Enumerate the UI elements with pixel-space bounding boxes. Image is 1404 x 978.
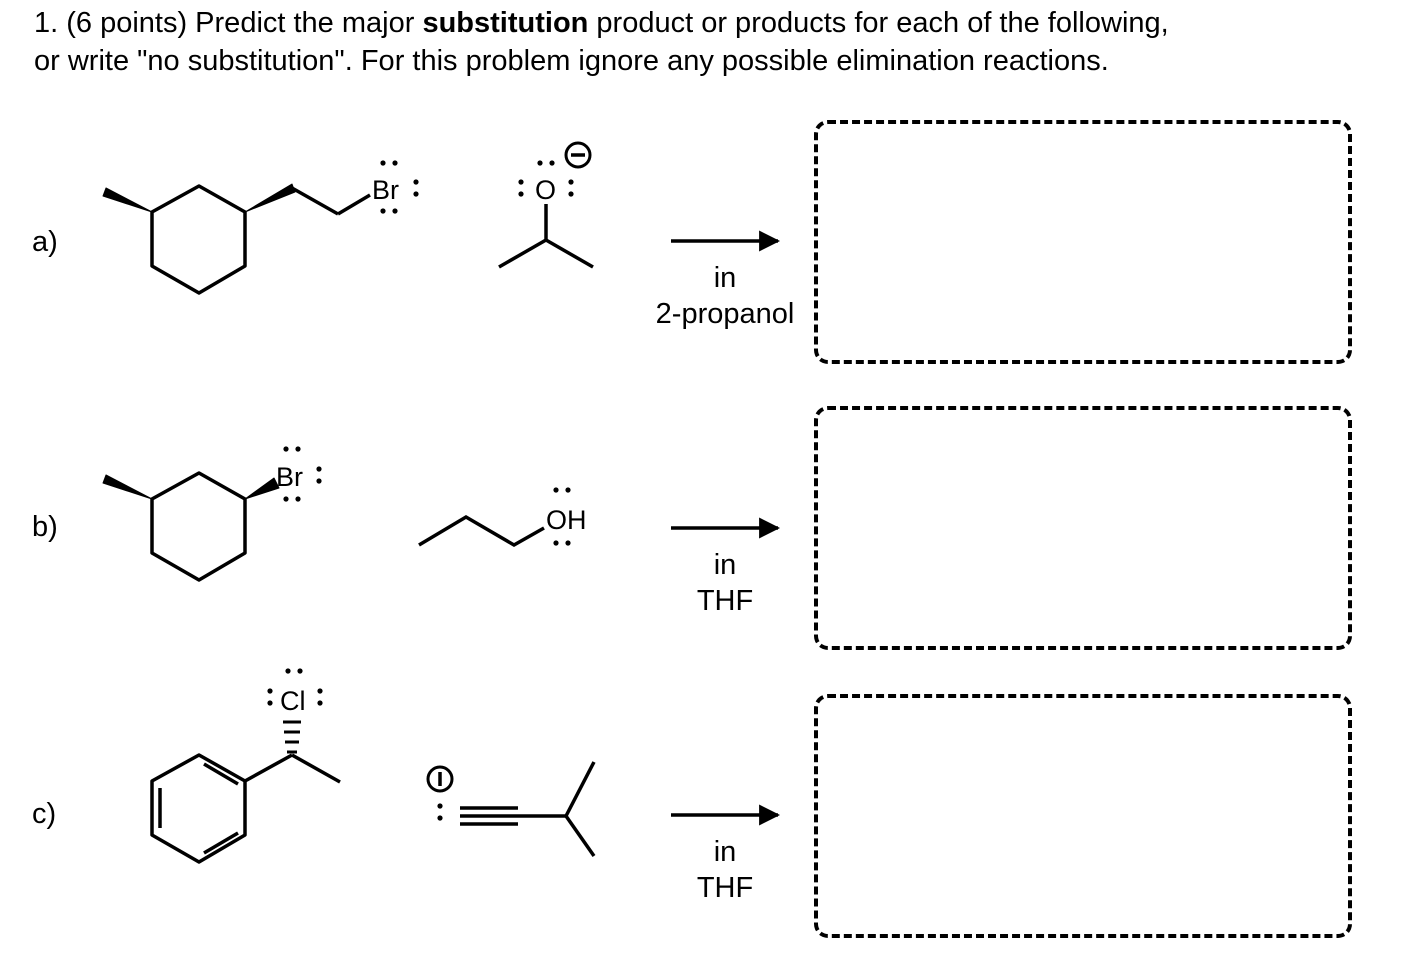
condition-solvent: THF (696, 585, 754, 617)
oxygen-lone-pairs-a (518, 160, 574, 197)
chlorine-atom-c: Cl (280, 686, 306, 716)
question-text: 1. (6 points) Predict the major substitu… (34, 4, 1169, 80)
question-emphasis: substitution (422, 7, 589, 39)
nucleophile-c (460, 761, 596, 858)
bond-c-me1 (498, 238, 547, 269)
bond-ch2-ch2 (291, 186, 339, 216)
problem-b-label: b) (32, 511, 58, 543)
nucleophile-b (418, 514, 545, 548)
condition-in: in (713, 549, 737, 581)
hydroxyl-lone-pairs-b (553, 487, 571, 546)
oxygen-atom-a: O (535, 175, 556, 205)
benzene-double-bond-2 (203, 831, 239, 855)
bromine-lone-pairs-a (380, 160, 419, 214)
answer-box-c[interactable] (814, 694, 1352, 938)
question-line-2: or write "no substitution". For this pro… (34, 45, 1109, 77)
chlorine-hash-bond (283, 720, 301, 754)
problem-a-label: a) (32, 226, 58, 258)
condition-in: in (713, 262, 737, 294)
bromine-atom-b: Br (276, 462, 303, 492)
condition-solvent: 2-propanol (655, 298, 795, 330)
bromine-atom-a: Br (372, 175, 399, 205)
substrate-c (150, 753, 341, 864)
bond-c-me2 (545, 238, 594, 269)
bromine-lone-pairs-b (283, 446, 322, 502)
bond-ch2-br (337, 193, 371, 216)
question-line-1: 1. (6 points) Predict the major substitu… (34, 7, 1169, 39)
condition-solvent: THF (696, 872, 754, 904)
condition-in: in (713, 836, 737, 868)
chlorine-lone-pairs-c (267, 668, 323, 706)
answer-box-b[interactable] (814, 406, 1352, 650)
negative-charge-icon (426, 765, 454, 793)
cyclohexane-ring-b (150, 471, 247, 582)
bond-ring-ch (244, 753, 293, 783)
negative-charge-icon (564, 141, 592, 169)
bond-ch-me-down (564, 814, 596, 858)
nucleophile-a (498, 204, 594, 269)
carbanion-lone-pair (437, 803, 443, 821)
methyl-wedge-a (102, 187, 153, 213)
bromine-wedge-b (244, 477, 280, 500)
substrate-a (102, 183, 371, 295)
problem-c-label: c) (32, 798, 57, 830)
propyl-chain (418, 514, 545, 548)
answer-box-a[interactable] (814, 120, 1352, 364)
cyclohexane-ring-a (150, 184, 247, 295)
problem-b-conditions: in THF (630, 547, 820, 619)
benzene-double-bond-3 (203, 762, 239, 786)
bond-ch-me-up (564, 761, 596, 817)
problem-c-conditions: in THF (630, 834, 820, 906)
methyl-wedge-b (102, 474, 153, 500)
hydroxyl-group-b: OH (546, 505, 587, 535)
ethyl-wedge-a (244, 183, 296, 213)
substrate-b (102, 471, 280, 582)
benzene-ring (150, 753, 247, 864)
bond-ch-methyl (291, 753, 341, 784)
problem-a-conditions: in 2-propanol (630, 260, 820, 332)
